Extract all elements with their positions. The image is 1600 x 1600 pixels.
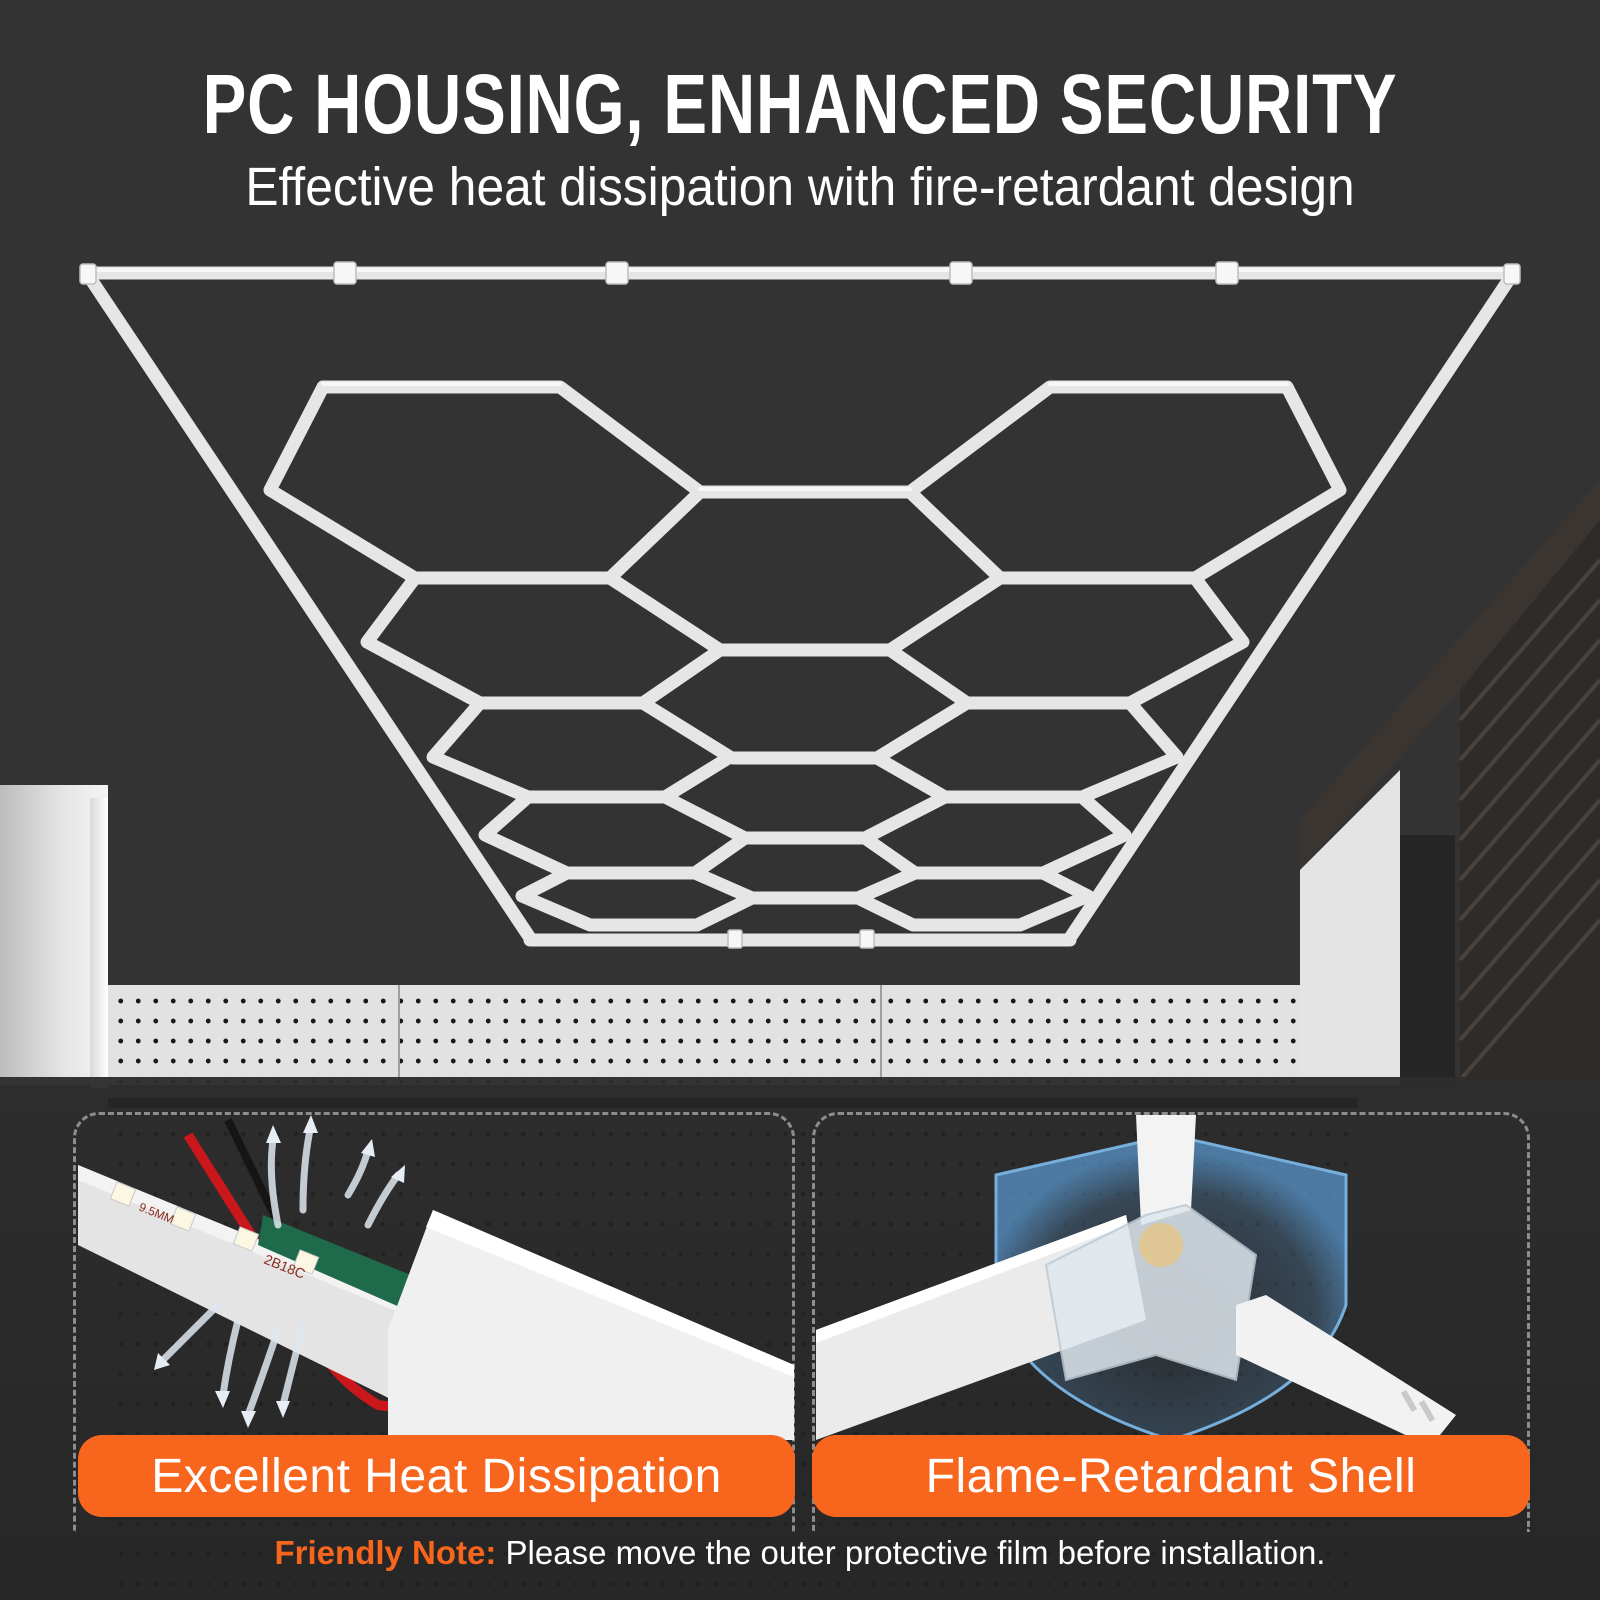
page-title: PC HOUSING, ENHANCED SECURITY — [202, 57, 1398, 151]
feature-badge-flame-retardant: Flame-Retardant Shell — [812, 1435, 1530, 1517]
garage-pillar-edge — [90, 798, 108, 1088]
detail-frame-flame — [812, 1112, 1530, 1532]
friendly-note: Friendly Note: Please move the outer pro… — [0, 1534, 1600, 1572]
heat-dissipation-illustration: 9.5MM 2B18C — [78, 1115, 794, 1440]
pegboard-seam — [880, 985, 882, 1085]
feature-label: Flame-Retardant Shell — [925, 1449, 1417, 1503]
heat-flow-arrows-icon — [159, 1126, 402, 1419]
feature-badge-heat-dissipation: Excellent Heat Dissipation — [78, 1435, 795, 1517]
detail-frame-heat — [73, 1112, 795, 1532]
garage-pegboard — [108, 985, 1358, 1085]
note-label: Friendly Note: — [274, 1534, 497, 1571]
pegboard-seam — [398, 985, 400, 1085]
flame-retardant-illustration — [816, 1115, 1526, 1440]
page-subtitle: Effective heat dissipation with fire-ret… — [245, 157, 1355, 217]
note-text: Please move the outer protective film be… — [496, 1534, 1326, 1571]
feature-label: Excellent Heat Dissipation — [151, 1449, 722, 1503]
hexagon-light-grid — [79, 261, 1521, 949]
garage-right-wall — [1300, 558, 1600, 1085]
shelf-rail — [108, 1098, 1358, 1108]
